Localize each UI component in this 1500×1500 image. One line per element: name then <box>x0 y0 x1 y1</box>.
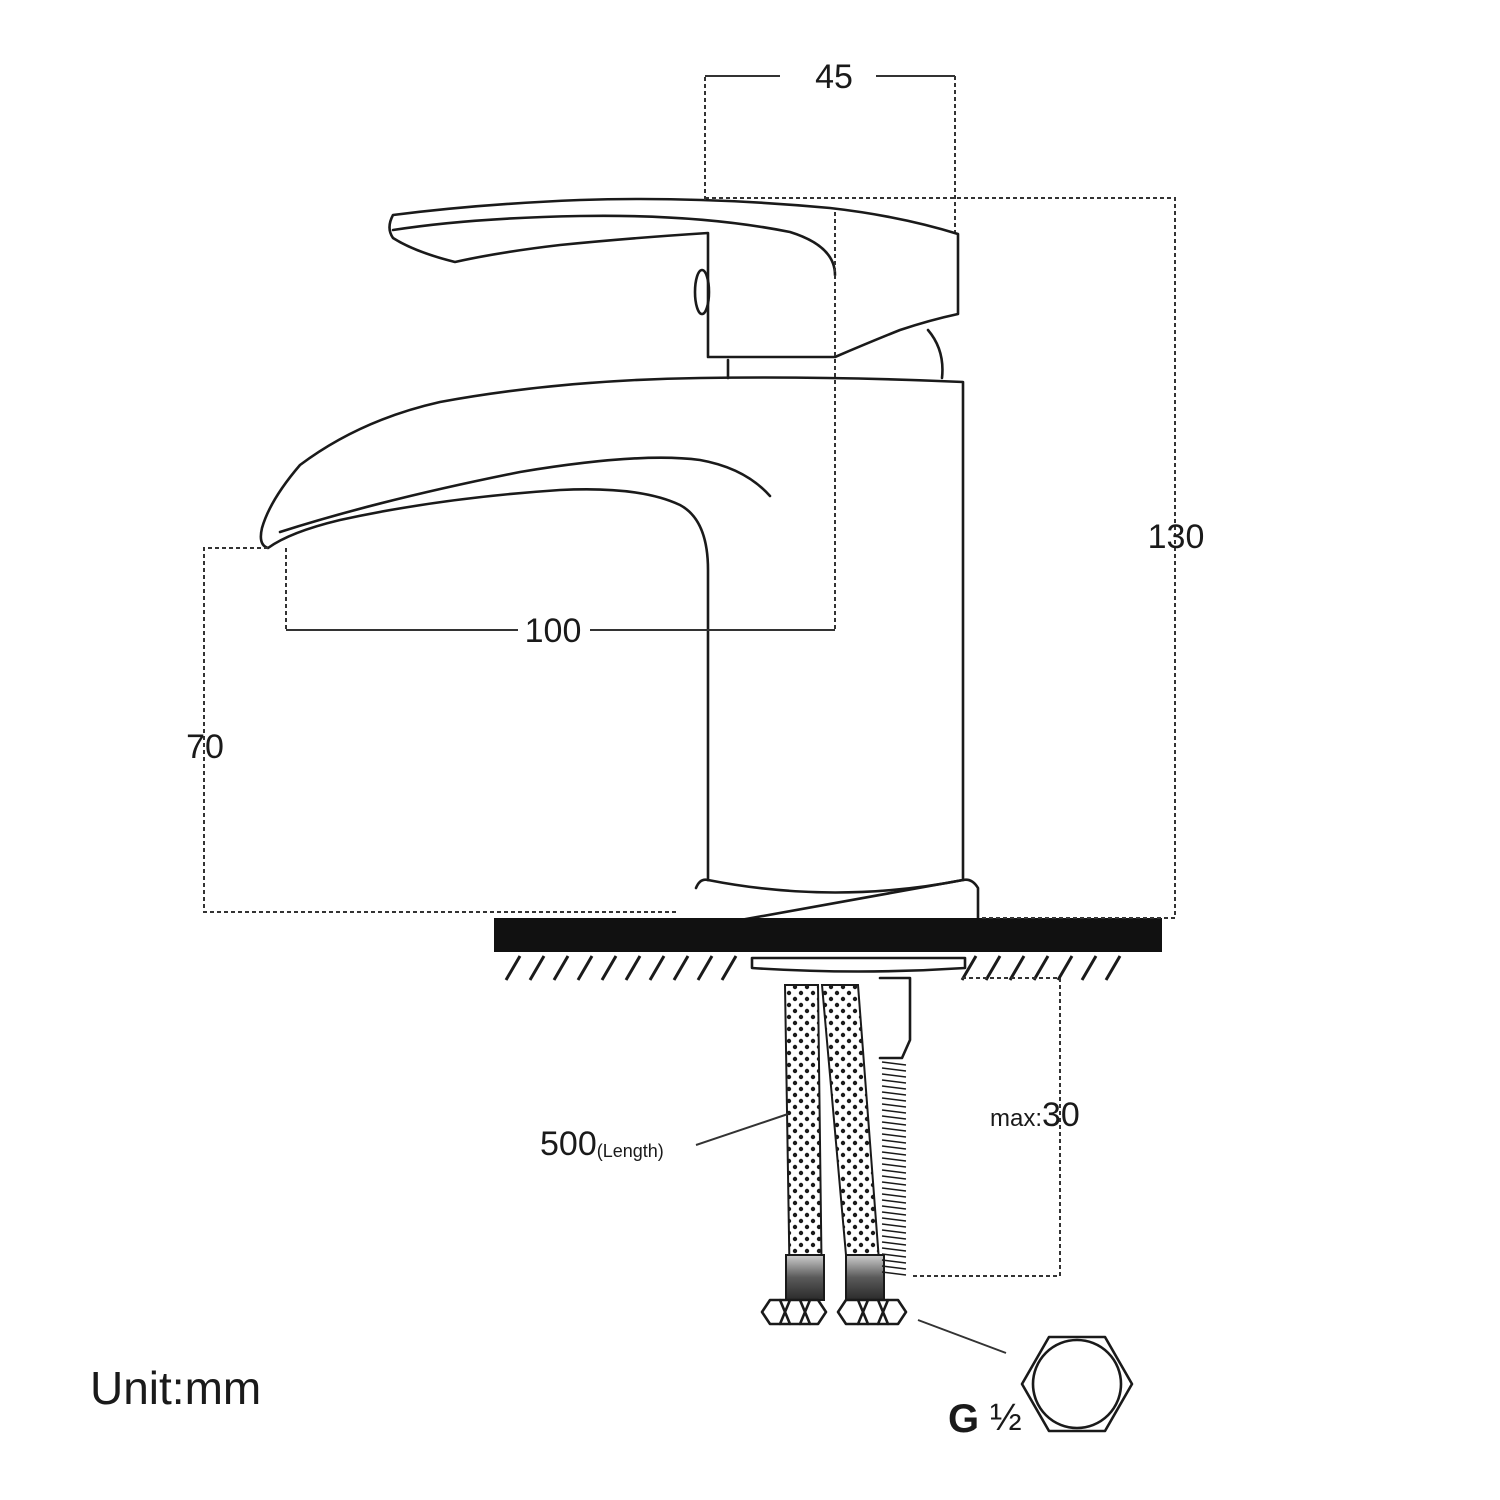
hatch-mark <box>1080 955 1098 981</box>
thread-mark <box>881 1133 907 1138</box>
hatch-mark <box>576 955 594 981</box>
hatch-mark <box>624 955 642 981</box>
mounting-stud <box>878 976 912 1276</box>
thread-mark <box>881 1229 907 1234</box>
thread-mark <box>881 1247 907 1252</box>
thread-mark <box>881 1115 907 1120</box>
hose-left <box>783 984 824 1301</box>
thread-mark <box>881 1199 907 1204</box>
faucet-body <box>259 376 965 882</box>
thread-mark <box>881 1271 907 1276</box>
thread-mark <box>881 1097 907 1102</box>
hatch-mark <box>696 955 714 981</box>
thread-mark <box>881 1205 907 1210</box>
thread-mark <box>881 1217 907 1222</box>
hatch-mark <box>1056 955 1074 981</box>
hatch-mark <box>528 955 546 981</box>
lever-handle-inner-curve <box>391 214 837 277</box>
hatch-mark <box>720 955 738 981</box>
hatch-mark <box>984 955 1002 981</box>
hose-right <box>820 984 884 1301</box>
thread-mark <box>881 1103 907 1108</box>
hatch-mark <box>648 955 666 981</box>
thread-mark <box>881 1145 907 1150</box>
faucet-outline <box>259 197 980 973</box>
unit-label: Unit:mm <box>90 1362 261 1414</box>
supply-hoses <box>760 984 908 1326</box>
thread-mark <box>881 1079 907 1084</box>
dim-label-total-height: 130 <box>1148 518 1205 556</box>
dim-label-hose-length: 500(Length) <box>540 1125 664 1163</box>
hose-left-nut <box>760 1298 828 1326</box>
thread-mark <box>881 1265 907 1270</box>
thread-size-fraction: ½ <box>990 1397 1022 1439</box>
hatch-mark <box>960 955 978 981</box>
thread-mark <box>881 1193 907 1198</box>
lever-handle <box>388 197 960 359</box>
thread-mark <box>881 1235 907 1240</box>
thread-mark <box>881 1223 907 1228</box>
hatch-mark <box>1032 955 1050 981</box>
hatch-mark <box>552 955 570 981</box>
dimension-lines <box>203 75 1176 1354</box>
thread-mark <box>881 1253 907 1258</box>
thread-mark <box>881 1241 907 1246</box>
thread-mark <box>881 1175 907 1180</box>
lever-pivot <box>693 268 711 316</box>
hex-nut-icon <box>1020 1335 1134 1433</box>
thread-mark <box>881 1187 907 1192</box>
hatch-mark <box>1008 955 1026 981</box>
thread-mark <box>881 1061 907 1066</box>
thread-mark <box>881 1127 907 1132</box>
thread-mark <box>881 1139 907 1144</box>
thread-size-letter: G <box>948 1397 979 1441</box>
countertop <box>494 918 1162 952</box>
hose-right-ferrule <box>845 1254 885 1301</box>
thread-mark <box>881 1085 907 1090</box>
thread-mark <box>881 1151 907 1156</box>
hose-right-nut <box>836 1298 908 1326</box>
cartridge-dome <box>726 328 944 380</box>
hatch-mark <box>504 955 522 981</box>
thread-mark <box>881 1169 907 1174</box>
dim-label-max-thickness: max:30 <box>990 1096 1080 1134</box>
thread-mark <box>881 1091 907 1096</box>
thread-mark <box>881 1067 907 1072</box>
hose-length-unit: (Length) <box>597 1141 664 1161</box>
thread-mark <box>881 1163 907 1168</box>
max-thickness-value: 30 <box>1042 1096 1080 1134</box>
hatch-mark <box>672 955 690 981</box>
hose-left-ferrule <box>785 1254 825 1301</box>
hose-length-value: 500 <box>540 1125 597 1163</box>
countertop-hatch <box>504 955 1122 981</box>
thread-mark <box>881 1211 907 1216</box>
max-thickness-prefix: max: <box>990 1105 1042 1132</box>
dim-label-spout-height: 70 <box>186 728 224 766</box>
hatch-mark <box>600 955 618 981</box>
thread-mark <box>881 1073 907 1078</box>
thread-mark <box>881 1181 907 1186</box>
dim-label-spout-reach: 100 <box>525 612 582 650</box>
thread-mark <box>881 1259 907 1264</box>
thread-mark <box>881 1109 907 1114</box>
hatch-mark <box>1104 955 1122 981</box>
spout-inner-curve <box>278 456 772 534</box>
dim-label-top-width: 45 <box>815 58 853 96</box>
thread-mark <box>881 1157 907 1162</box>
under-washer <box>750 956 967 973</box>
thread-mark <box>881 1121 907 1126</box>
